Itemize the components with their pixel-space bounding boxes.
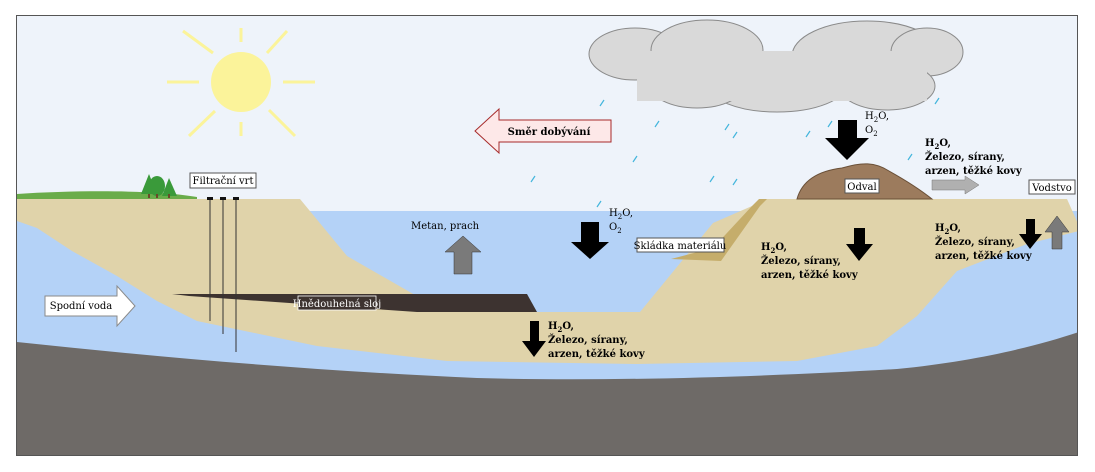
odval-label: Odval <box>844 178 880 194</box>
arrow-up-icon <box>444 235 482 275</box>
svg-text:Železo, sírany,: Železo, sírany, <box>548 334 628 346</box>
svg-text:Železo, sírany,: Železo, sírany, <box>935 236 1015 248</box>
coal-seam-label: Hnědouhelná sloj <box>293 295 382 311</box>
arrow-down-icon <box>1019 219 1042 249</box>
spodni-voda-arrow: Spodní voda <box>44 284 136 328</box>
spodni-voda-text: Spodní voda <box>50 301 113 312</box>
chem-bottom-center: H2O, Železo, sírany, arzen, těžké kovy <box>548 321 646 360</box>
smer-dobyvani-arrow: Směr dobývání <box>474 107 612 155</box>
svg-text:Železo, sírany,: Železo, sírany, <box>761 255 841 267</box>
chem-far-right: H2O, Železo, sírany, arzen, těžké kovy <box>935 223 1033 262</box>
ground-sand <box>17 199 1077 364</box>
cloud-fill <box>637 51 927 101</box>
arrow-right-icon <box>931 175 980 195</box>
h2o-o2-right: H2O, O2 <box>865 111 889 138</box>
chem-mid-right: H2O, Železo, sírany, arzen, těžké kovy <box>761 242 859 281</box>
arrow-down-icon <box>825 120 869 160</box>
tree-icon <box>141 174 177 198</box>
arrow-down-icon <box>522 321 546 357</box>
arrow-up-icon <box>1044 215 1070 250</box>
svg-text:Železo, sírany,: Železo, sírany, <box>925 151 1005 163</box>
svg-text:H2O,: H2O, <box>865 111 889 124</box>
svg-text:H2O,: H2O, <box>761 242 787 255</box>
svg-text:H2O,: H2O, <box>548 321 574 334</box>
svg-text:arzen, těžké kovy: arzen, těžké kovy <box>548 349 646 360</box>
metan-label: Metan, prach <box>411 221 480 232</box>
rain <box>530 97 940 208</box>
chem-top-right: H2O, Železo, sírany, arzen, těžké kovy <box>925 138 1023 177</box>
svg-text:H2O,: H2O, <box>935 223 961 236</box>
svg-text:H2O,: H2O, <box>609 208 633 221</box>
filtration-wells <box>209 199 237 352</box>
odval-text: Odval <box>847 182 876 193</box>
diagram-frame: Filtrační vrt Směr dobývání Spodní voda … <box>16 15 1078 456</box>
svg-text:arzen, těžké kovy: arzen, těžké kovy <box>761 270 859 281</box>
bedrock <box>17 332 1077 455</box>
coal-seam-text: Hnědouhelná sloj <box>293 299 382 310</box>
skladka-label: Skládka materiálu <box>634 237 727 253</box>
vodstvo-text: Vodstvo <box>1031 183 1072 194</box>
filtracni-vrt-label: Filtrační vrt <box>189 172 257 189</box>
svg-text:H2O,: H2O, <box>925 138 951 151</box>
filtracni-vrt-text: Filtrační vrt <box>193 176 254 187</box>
arrow-down-icon <box>571 222 609 259</box>
svg-text:O2: O2 <box>865 125 878 138</box>
svg-text:arzen, těžké kovy: arzen, těžké kovy <box>925 166 1023 177</box>
vodstvo-label: Vodstvo <box>1028 179 1076 195</box>
svg-text:O2: O2 <box>609 222 622 235</box>
skladka-text: Skládka materiálu <box>634 241 727 252</box>
smer-dobyvani-text: Směr dobývání <box>508 127 591 138</box>
arrow-down-icon <box>846 228 873 261</box>
sun-icon <box>167 28 315 138</box>
mining-diagram: Filtrační vrt Směr dobývání Spodní voda … <box>17 16 1077 455</box>
well-caps <box>207 197 239 200</box>
svg-text:arzen, těžké kovy: arzen, těžké kovy <box>935 251 1033 262</box>
h2o-o2-center: H2O, O2 <box>609 208 633 235</box>
